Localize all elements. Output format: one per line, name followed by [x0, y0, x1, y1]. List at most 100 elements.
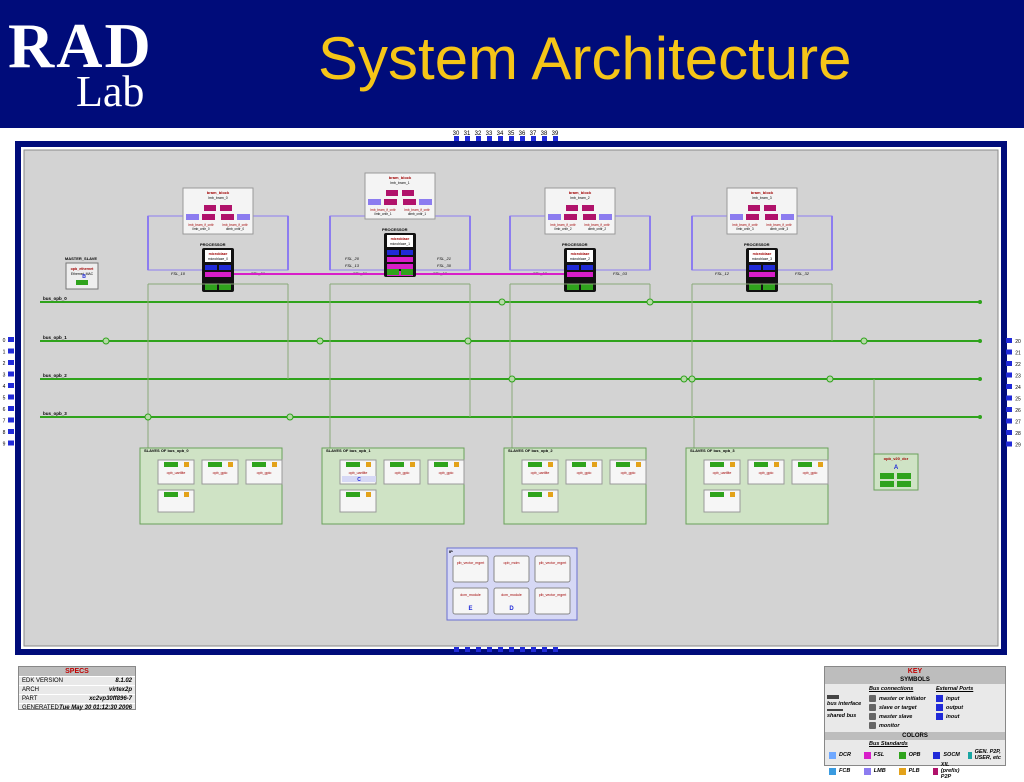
slave-group-title: SLAVES OF bus_opb_0 [144, 448, 189, 453]
right-port-label: 26 [1015, 408, 1021, 414]
color-swatch [863, 751, 871, 759]
processor-label-box [567, 250, 593, 262]
port-symbol-icon [936, 695, 943, 702]
bus-connection-node [680, 375, 688, 383]
slave-io-port-icon [730, 462, 735, 467]
top-port-label: 33 [486, 131, 493, 137]
external-port-icon [498, 647, 503, 652]
bram-name: bram_block [389, 175, 412, 180]
lmb-cntlr-name: lmb_bram_if_cntlr [370, 208, 396, 212]
key-standard-label: SOCM [943, 752, 960, 758]
external-port-icon [1006, 441, 1012, 447]
slave-ip-name: opb_gpio [759, 471, 774, 475]
right-port-label: 20 [1015, 339, 1021, 345]
bram-cntlr-icon [221, 214, 234, 220]
key-connection-item: master or initiator [869, 694, 936, 703]
key-connection-item: slave or target [869, 703, 936, 712]
connection-symbol-icon [869, 722, 876, 729]
key-port-label: output [946, 704, 964, 711]
bus-label: bus_opb_1 [43, 335, 67, 340]
processor-name: microblaze [753, 252, 772, 256]
ip-cell [493, 587, 530, 615]
slave-ip-name: opb_gpio [577, 471, 592, 475]
external-port-icon [531, 136, 536, 141]
slave-opb-port-icon [346, 462, 360, 467]
fsl-label: FSL_21 [437, 256, 451, 261]
bus-connection-node [286, 413, 294, 421]
external-port-icon [454, 647, 459, 652]
ip-cell-name: dcm_module [501, 593, 522, 597]
slave-ip-name: opb_gpio [621, 471, 636, 475]
spec-key: EDK VERSION [22, 678, 64, 684]
top-port-label: 31 [464, 131, 471, 137]
bram-block [364, 172, 436, 220]
bus-terminator [978, 415, 982, 419]
spec-row: ARCH virtex2p [19, 685, 135, 694]
lmb-cntlr-name: lmb_bram_if_cntlr [222, 223, 248, 227]
fsl-label: FSL_12 [715, 271, 730, 276]
spec-key: ARCH [22, 687, 40, 693]
bram-block [544, 187, 616, 235]
port-symbol-icon [936, 713, 943, 720]
lmb-cntlr-name: lmb_bram_if_cntlr [732, 223, 758, 227]
processor-instance: microblaze_0 [208, 257, 228, 261]
key-external-ports-title: External Ports [936, 686, 974, 692]
lmb-slave-icon [368, 199, 381, 205]
external-port-icon [8, 429, 14, 434]
key-standard-label: GEN. P2P, USER, etc [974, 749, 1001, 761]
bram-name: bram_block [569, 190, 592, 195]
external-port-icon [520, 647, 525, 652]
key-port-item: output [936, 703, 1003, 712]
bram-cntlr-icon [746, 214, 759, 220]
slave-opb-port-icon [164, 492, 178, 497]
key-standard-label: OPB [908, 752, 921, 758]
opb-port-icon [763, 284, 775, 290]
key-standard-item: OPB [898, 749, 932, 761]
bridge-port-icon [880, 473, 894, 479]
left-port-label: 3 [3, 373, 6, 379]
bus-terminator [978, 339, 982, 343]
slave-opb-port-icon [346, 492, 360, 497]
left-port-label: 0 [3, 338, 6, 344]
slave-ip-name: opb_uartlite [531, 471, 550, 475]
slave-ip-name: opb_gpio [213, 471, 228, 475]
right-port-label: 23 [1015, 374, 1021, 380]
ilmb-port-icon [749, 265, 761, 270]
processor-group: bram_blocklmb_bram_0lmb_bram_if_cntlrilm… [147, 187, 289, 379]
slave-opb-port-icon [798, 462, 812, 467]
external-port-icon [1006, 430, 1012, 435]
key-panel: KEY SYMBOLS bus interface shared bus Bus… [824, 666, 1006, 780]
spec-value: virtex2p [108, 687, 132, 693]
left-port-label: 9 [3, 442, 6, 448]
key-connection-item: master slave [869, 712, 936, 721]
lmb-slave-icon [730, 214, 743, 220]
top-port-label: 39 [552, 131, 559, 137]
ip-cell-name: plb_vector_mgmt [457, 561, 485, 565]
external-port-icon [8, 394, 14, 400]
slave-io-port-icon [184, 462, 189, 467]
slave-opb-port-icon [208, 462, 222, 467]
key-standard-label: PLB [908, 768, 920, 774]
lmb-slave-icon [599, 214, 612, 220]
bram-block [726, 187, 798, 235]
external-port-icon [553, 647, 558, 652]
bus-connection-node [102, 337, 110, 345]
top-port-label: 32 [475, 131, 482, 137]
slave-opb-port-icon [390, 462, 404, 467]
slave-ip-name: opb_uartlite [167, 471, 186, 475]
external-port-icon [1006, 361, 1012, 366]
bram-port-b [582, 205, 594, 211]
key-connection-label: master slave [879, 713, 913, 720]
external-port-icon [8, 417, 14, 423]
external-port-icon [476, 136, 481, 141]
slave-ip-name: opb_uartlite [713, 471, 732, 475]
bus-label: bus_opb_2 [43, 373, 67, 378]
bram-port-a [566, 205, 578, 211]
opb-port-icon [749, 284, 761, 290]
right-port-label: 27 [1015, 420, 1021, 426]
